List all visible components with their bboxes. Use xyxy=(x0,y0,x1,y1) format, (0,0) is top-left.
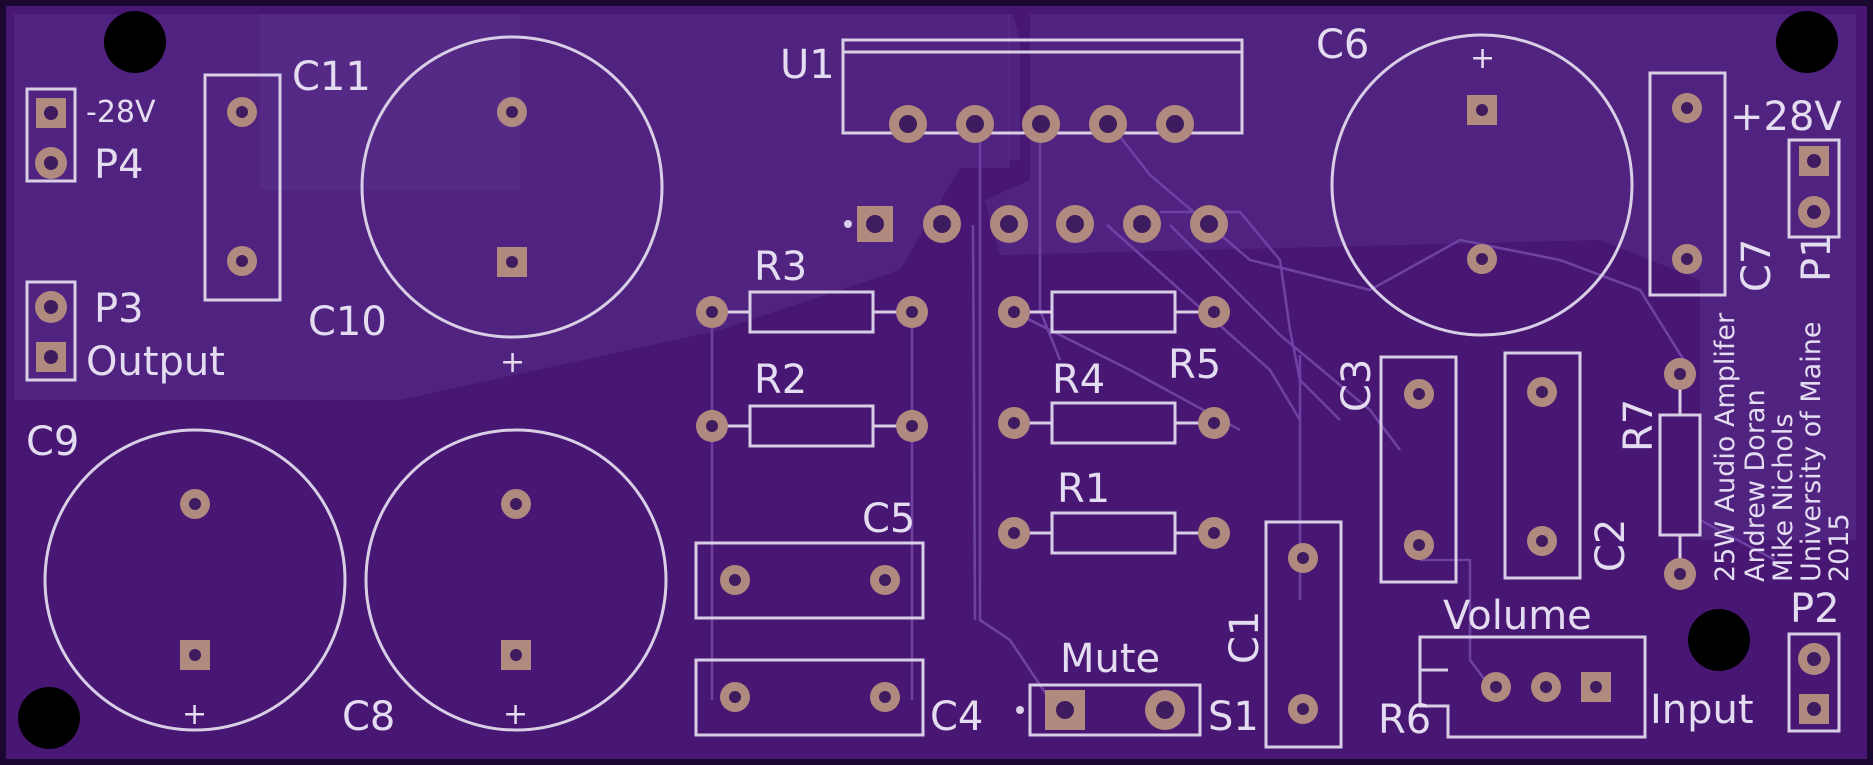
mounting-hole xyxy=(1776,11,1838,73)
label-mute: Mute xyxy=(1060,636,1160,682)
label-c8: C8 xyxy=(342,694,395,740)
label-p3: P3 xyxy=(94,286,144,332)
label-r2: R2 xyxy=(754,357,807,403)
label-c10: C10 xyxy=(308,299,387,345)
label-c8-plus: + xyxy=(503,697,528,732)
label-p2: P2 xyxy=(1790,586,1840,632)
label-r1: R1 xyxy=(1057,466,1110,512)
label-r5: R5 xyxy=(1168,342,1221,388)
label-c6-plus: + xyxy=(1470,41,1495,76)
component-labels: -28V P4 C11 P3 Output C10 + C9 + C8 + U1… xyxy=(26,22,1855,743)
credit-line-5: 2015 xyxy=(1824,513,1855,582)
label-r7: R7 xyxy=(1616,399,1662,452)
label-c9-plus: + xyxy=(182,697,207,732)
label-input: Input xyxy=(1650,687,1754,733)
label-c11: C11 xyxy=(292,54,371,100)
credit-line-4: University of Maine xyxy=(1796,322,1827,582)
label-c2: C2 xyxy=(1588,519,1634,572)
label-output: Output xyxy=(86,339,225,385)
label-neg28v: -28V xyxy=(86,95,156,130)
label-c5: C5 xyxy=(862,496,915,542)
pads xyxy=(35,93,1830,730)
label-r4: R4 xyxy=(1052,357,1105,403)
mounting-hole xyxy=(104,11,166,73)
label-pos28v: +28V xyxy=(1730,94,1842,140)
label-c1: C1 xyxy=(1222,611,1268,664)
label-r6: R6 xyxy=(1378,697,1431,743)
credit-line-1: 25W Audio Amplifer xyxy=(1710,312,1741,582)
label-r3: R3 xyxy=(754,244,807,290)
label-c10-plus: + xyxy=(500,345,525,380)
mounting-hole xyxy=(18,687,80,749)
credit-line-2: Andrew Doran xyxy=(1740,389,1771,582)
label-u1: U1 xyxy=(780,42,835,88)
mounting-hole xyxy=(1688,609,1750,671)
label-p1: P1 xyxy=(1794,232,1840,282)
mounting-holes xyxy=(18,11,1838,749)
label-c4: C4 xyxy=(930,694,983,740)
label-p4: P4 xyxy=(94,142,144,188)
label-volume: Volume xyxy=(1443,593,1592,639)
label-c6: C6 xyxy=(1316,22,1369,68)
label-c7: C7 xyxy=(1734,239,1780,292)
credit-line-3: Mike Nichols xyxy=(1768,414,1799,582)
label-c3: C3 xyxy=(1334,359,1380,412)
label-c9: C9 xyxy=(26,419,79,465)
label-s1: S1 xyxy=(1208,694,1259,740)
